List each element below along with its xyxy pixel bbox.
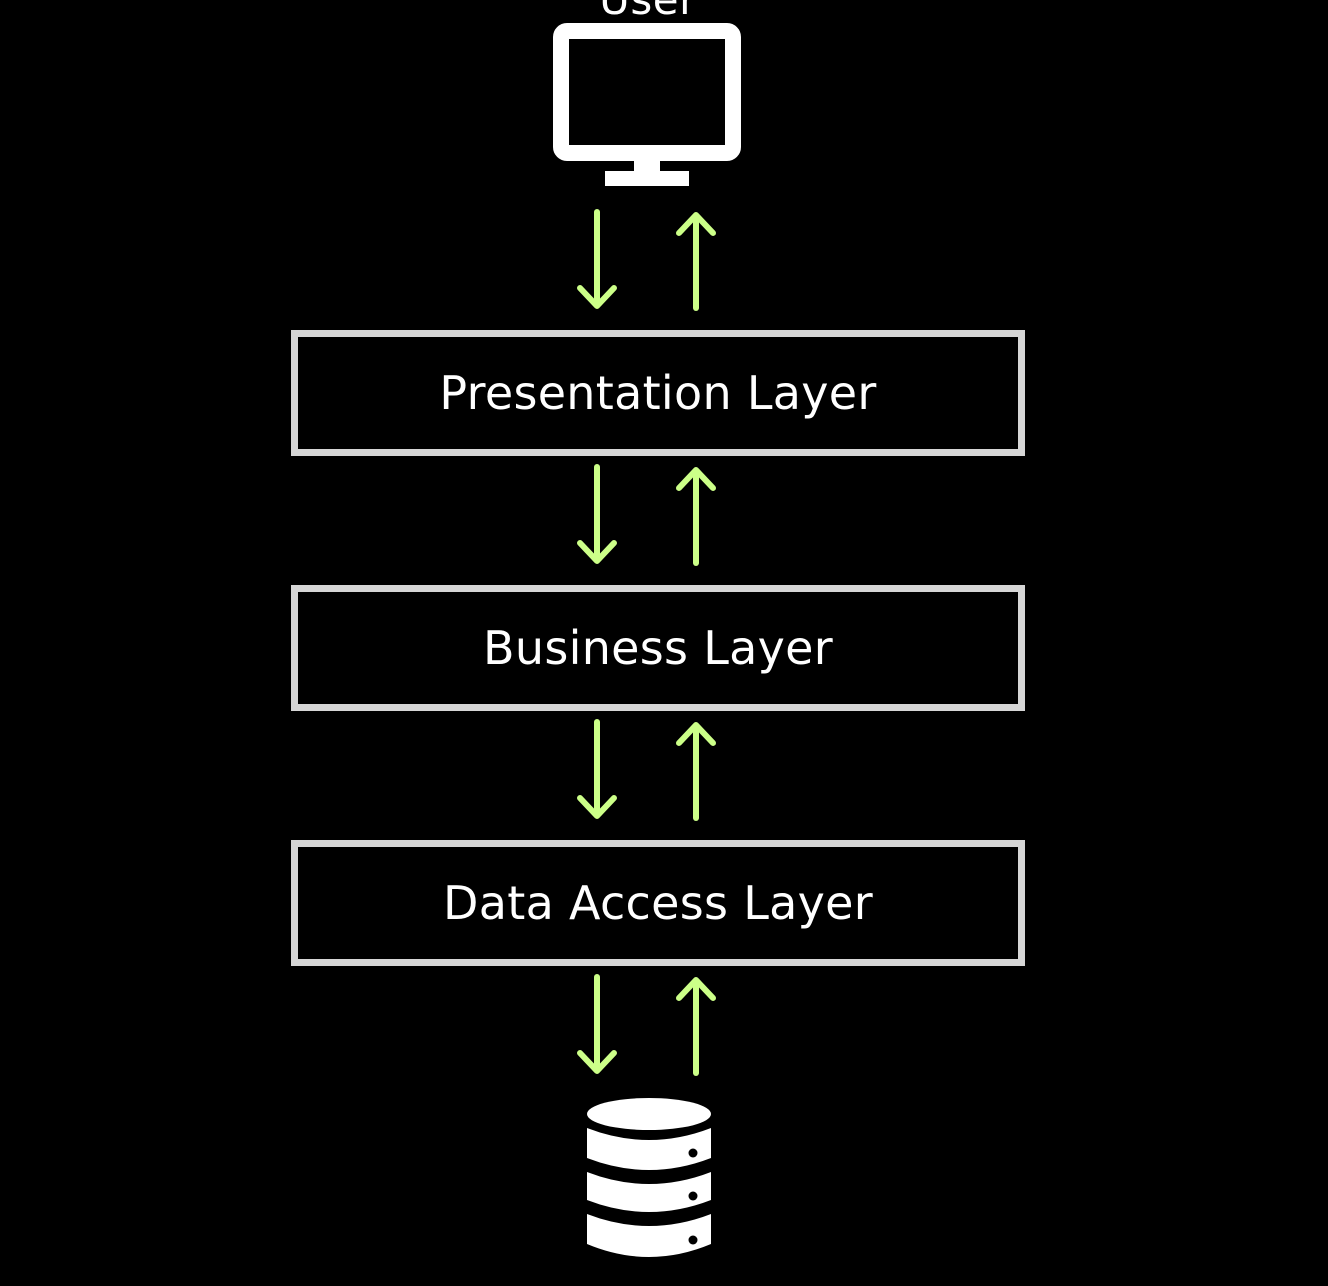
data-access-layer-label: Data Access Layer bbox=[443, 876, 873, 930]
up-arrow-icon bbox=[676, 212, 716, 311]
business-layer-box: Business Layer bbox=[291, 585, 1025, 711]
presentation-layer-box: Presentation Layer bbox=[291, 330, 1025, 456]
database-icon bbox=[587, 1098, 711, 1257]
down-arrow-icon bbox=[577, 209, 617, 309]
down-arrow-icon bbox=[577, 719, 617, 819]
arrow-pair-presentation-business bbox=[577, 464, 716, 566]
down-arrow-icon bbox=[577, 464, 617, 564]
arrow-pair-data-access-database bbox=[577, 974, 716, 1076]
arrow-pair-user-presentation bbox=[577, 209, 716, 311]
arrow-pair-business-data-access bbox=[577, 719, 716, 821]
data-access-layer-box: Data Access Layer bbox=[291, 840, 1025, 966]
down-arrow-icon bbox=[577, 974, 617, 1074]
business-layer-label: Business Layer bbox=[483, 621, 833, 675]
up-arrow-icon bbox=[676, 977, 716, 1076]
presentation-layer-label: Presentation Layer bbox=[439, 366, 877, 420]
monitor-icon bbox=[553, 23, 741, 186]
up-arrow-icon bbox=[676, 467, 716, 566]
user-label: User bbox=[564, 0, 732, 22]
up-arrow-icon bbox=[676, 722, 716, 821]
